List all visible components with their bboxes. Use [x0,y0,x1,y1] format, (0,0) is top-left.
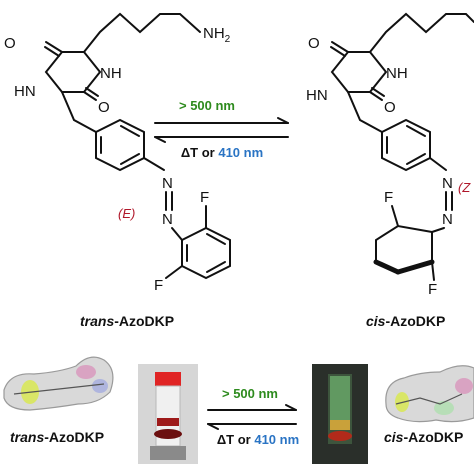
stereo-e-label: (E) [118,206,135,221]
reverse-condition: ΔT or 410 nm [181,145,263,160]
forward-condition: > 500 nm [179,98,235,113]
azo-n2: N [162,211,173,228]
cis-fluorine-bottom: F [428,281,437,298]
nh-label: NH [100,65,122,82]
trans-bottom-caption: trans-AzoDKP [10,429,104,445]
top-equilibrium: > 500 nm ΔT or 410 nm [154,98,289,160]
cis-azodkp-structure: O NH HN O N N (Z F F [306,12,474,298]
cis-hn-label: HN [306,87,328,104]
hn-label: HN [14,83,36,100]
bottom-reverse-condition: ΔT or 410 nm [217,432,299,447]
trans-vial-photo [138,364,198,464]
cis-nh-label: NH [386,65,408,82]
fluorine-top: F [200,189,209,206]
cis-surface-model [385,365,474,423]
fluorine-bottom: F [154,277,163,294]
carbonyl-o-bottom: O [98,99,110,116]
stereo-z-label: (Z [458,180,471,195]
trans-caption: trans-AzoDKP [80,313,174,329]
amine-label: NH2 [203,25,231,45]
cis-azo-n2: N [442,211,453,228]
trans-azodkp-structure: NH2 O NH HN O N N (E) F F [4,12,231,294]
trans-surface-model [3,356,114,411]
bottom-equilibrium: > 500 nm ΔT or 410 nm [207,386,299,447]
azo-n1: N [162,175,173,192]
cis-vial-photo [312,364,368,464]
cis-azo-n1: N [442,175,453,192]
carbonyl-o-top: O [4,35,16,52]
cis-carbonyl-o-top: O [308,35,320,52]
cis-fluorine-top: F [384,189,393,206]
bottom-forward-condition: > 500 nm [222,386,278,401]
cis-carbonyl-o-bottom: O [384,99,396,116]
cis-bottom-caption: cis-AzoDKP [384,429,463,445]
cis-caption: cis-AzoDKP [366,313,445,329]
